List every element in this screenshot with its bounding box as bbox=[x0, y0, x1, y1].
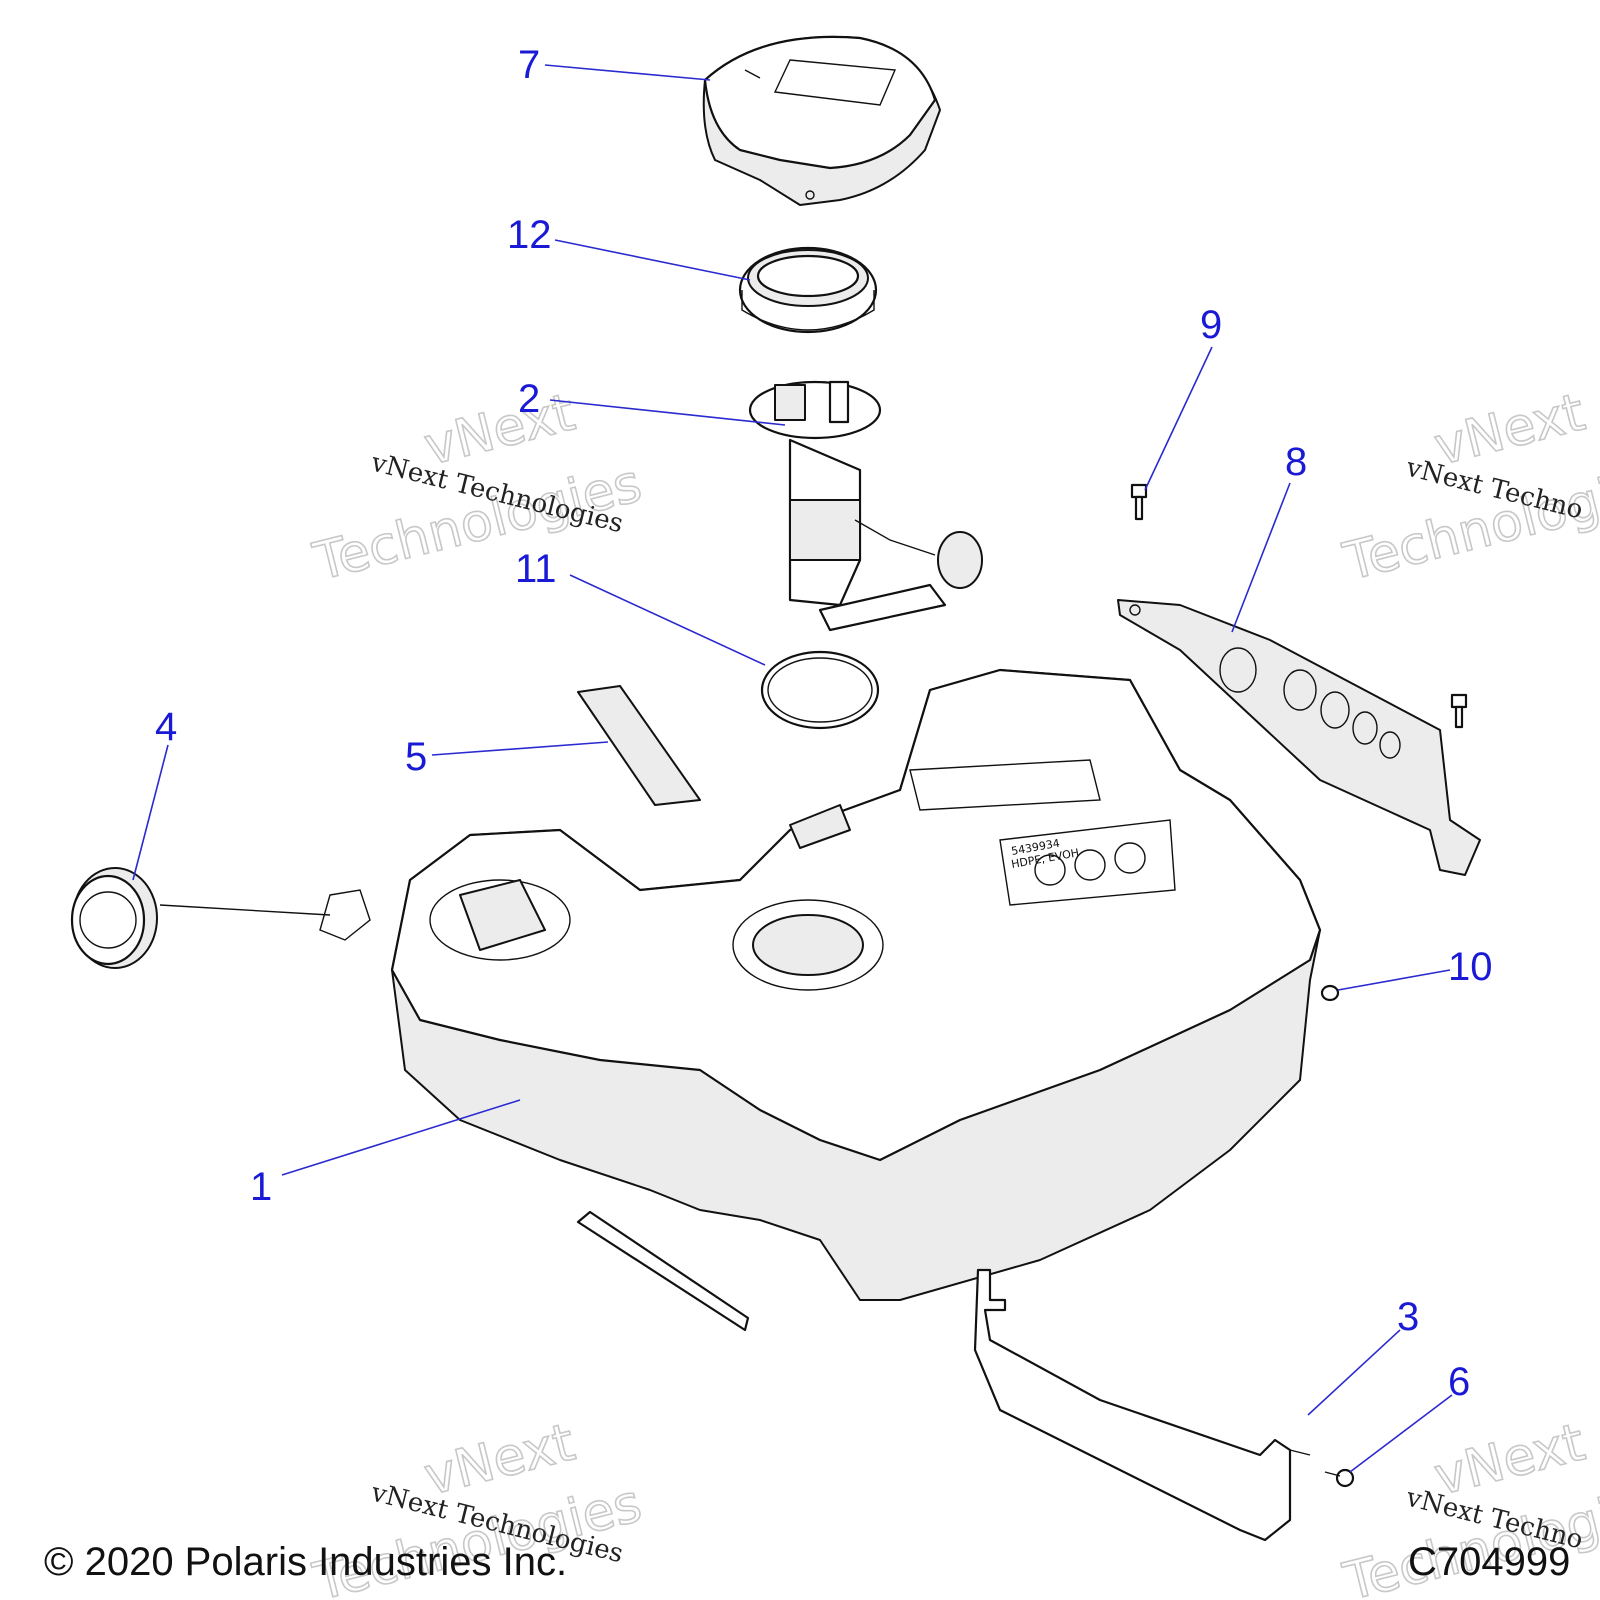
callout-9: 9 bbox=[1200, 303, 1222, 347]
leader-3 bbox=[1307, 1329, 1401, 1416]
watermark-group-top-left: vNext Technologies vNext Technologies bbox=[307, 382, 648, 594]
part-7-pump-cover bbox=[702, 35, 941, 206]
leader-12 bbox=[554, 239, 751, 281]
part-4-fuel-cap bbox=[70, 867, 371, 969]
leader-8 bbox=[1231, 482, 1291, 633]
part-11-o-ring bbox=[760, 650, 880, 730]
part-5-pad bbox=[577, 685, 701, 806]
part-1-fuel-tank bbox=[390, 668, 1322, 1301]
part-9-bolt bbox=[1130, 483, 1148, 521]
callout-4: 4 bbox=[155, 705, 177, 749]
callout-11: 11 bbox=[515, 547, 557, 591]
part-2-fuel-pump bbox=[748, 380, 983, 632]
callout-numbers: 7 12 2 9 8 11 4 5 10 1 3 6 bbox=[155, 43, 1493, 1404]
leader-9 bbox=[1144, 346, 1213, 491]
watermark-group-top-right: vNext Technologies vNext Techno bbox=[1337, 382, 1600, 594]
leader-10 bbox=[1337, 969, 1451, 991]
leader-5 bbox=[431, 741, 609, 756]
callout-3: 3 bbox=[1397, 1295, 1419, 1339]
part-3-tank-strap bbox=[973, 1268, 1311, 1542]
part-12-lock-ring bbox=[738, 246, 878, 334]
watermark-outline-line1: vNext bbox=[419, 383, 581, 478]
leader-11 bbox=[569, 574, 766, 666]
part-8-heat-shield bbox=[1117, 599, 1481, 876]
leader-7 bbox=[544, 64, 711, 81]
leader-4 bbox=[132, 744, 169, 881]
leader-1 bbox=[281, 1099, 521, 1176]
callout-12: 12 bbox=[507, 213, 552, 257]
leader-6 bbox=[1349, 1394, 1453, 1473]
drawing-id: C704999 bbox=[1408, 1540, 1571, 1584]
part-10-nut bbox=[1320, 984, 1340, 1002]
callout-7: 7 bbox=[518, 43, 540, 87]
copyright-text: © 2020 Polaris Industries Inc. bbox=[44, 1540, 568, 1584]
callout-1: 1 bbox=[250, 1165, 272, 1209]
part-bottom-strip bbox=[576, 1210, 750, 1332]
leader-lines bbox=[132, 64, 1453, 1473]
callout-5: 5 bbox=[405, 735, 427, 779]
callout-8: 8 bbox=[1285, 440, 1307, 484]
callout-2: 2 bbox=[518, 377, 540, 421]
callout-10: 10 bbox=[1448, 945, 1493, 989]
part-9-bolt-2 bbox=[1450, 693, 1468, 729]
part-6-screw bbox=[1324, 1468, 1355, 1488]
callout-6: 6 bbox=[1448, 1360, 1470, 1404]
leader-2 bbox=[549, 399, 786, 426]
